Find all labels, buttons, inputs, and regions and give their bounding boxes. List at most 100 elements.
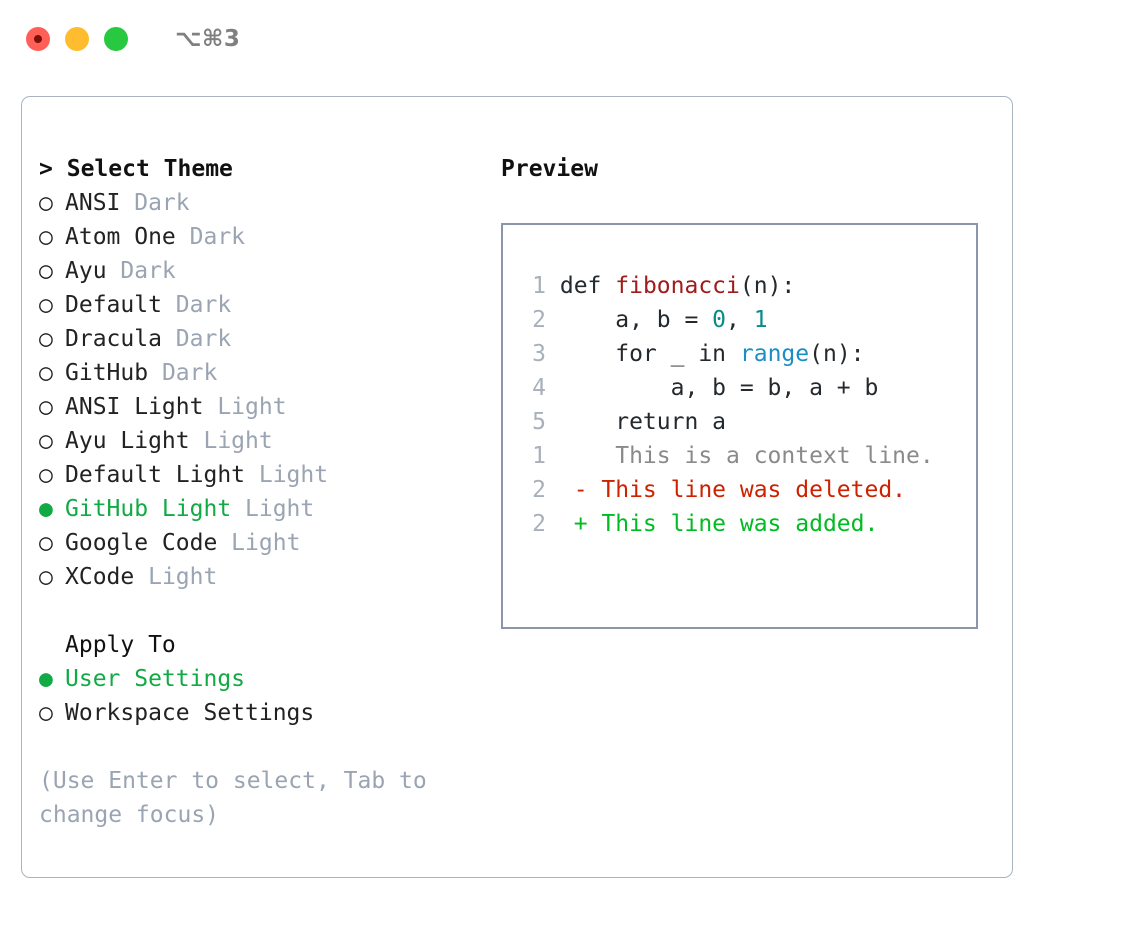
code-token-plain: ,: [726, 307, 754, 333]
code-line-number: 4: [532, 375, 546, 401]
section-spacer: [39, 594, 479, 628]
radio-unselected-icon: ○: [39, 564, 53, 590]
radio-selected-icon: ●: [39, 496, 53, 522]
theme-variant-tag: Dark: [148, 360, 218, 386]
code-line: 2 a, b = 0, 1: [519, 303, 878, 337]
code-line: 5 return a: [519, 405, 878, 439]
apply-to-label: Workspace Settings: [65, 700, 315, 726]
diff-line: 2 + This line was added.: [519, 507, 934, 541]
theme-variant-tag: Dark: [161, 292, 232, 318]
theme-variant-tag: Light: [231, 496, 315, 522]
main-panel: > Select Theme ○ANSI Dark○Atom One Dark○…: [21, 96, 1013, 878]
diff-text: This line was added.: [601, 511, 879, 537]
theme-name: ANSI Light: [65, 394, 204, 420]
maximize-button[interactable]: [104, 27, 128, 51]
diff-sample: 1 This is a context line.2 - This line w…: [519, 439, 934, 541]
radio-unselected-icon: ○: [39, 190, 53, 216]
select-theme-heading: > Select Theme: [39, 152, 479, 186]
theme-name: ANSI: [65, 190, 121, 216]
theme-selection-column: > Select Theme ○ANSI Dark○Atom One Dark○…: [39, 152, 479, 832]
diff-text: This line was deleted.: [601, 477, 907, 503]
diff-line: 2 - This line was deleted.: [519, 473, 934, 507]
theme-list-item[interactable]: ○ ANSI Light Light: [39, 390, 479, 424]
apply-to-item[interactable]: ● User Settings: [39, 662, 479, 696]
code-line-number: 3: [532, 341, 546, 367]
theme-list-item[interactable]: ● GitHub Light Light: [39, 492, 479, 526]
theme-variant-tag: Dark: [120, 190, 190, 216]
apply-to-list: ● User Settings ○ Workspace Settings: [39, 662, 479, 730]
theme-name: GitHub Light: [65, 496, 232, 522]
theme-variant-tag: Light: [189, 428, 273, 454]
radio-unselected-icon: ○: [39, 462, 53, 488]
radio-selected-icon: ●: [39, 666, 53, 692]
code-token-plain: a, b =: [546, 307, 713, 333]
theme-list-item[interactable]: ○Dracula Dark: [39, 322, 479, 356]
diff-sign: +: [546, 511, 602, 537]
radio-unselected-icon: ○: [39, 224, 53, 250]
theme-list-item[interactable]: ○ Atom One Dark: [39, 220, 479, 254]
theme-list-item[interactable]: ○Ayu Light Light: [39, 424, 479, 458]
radio-unselected-icon: ○: [39, 326, 53, 352]
theme-name: Default Light: [65, 462, 246, 488]
code-token-plain: (n):: [809, 341, 865, 367]
apply-to-item[interactable]: ○ Workspace Settings: [39, 696, 479, 730]
close-button[interactable]: [26, 27, 50, 51]
theme-list-item[interactable]: ○ ANSI Dark: [39, 186, 479, 220]
radio-unselected-icon: ○: [39, 530, 53, 556]
code-line: 1 def fibonacci(n):: [519, 269, 878, 303]
theme-variant-tag: Dark: [175, 224, 246, 250]
radio-unselected-icon: ○: [39, 700, 53, 726]
code-token-fn: fibonacci: [615, 273, 740, 299]
code-line: 3 for _ in range(n):: [519, 337, 878, 371]
diff-sign: [546, 443, 601, 469]
theme-list: ○ANSI Dark○Atom One Dark○Ayu Dark○Defaul…: [39, 186, 479, 594]
code-token-plain: return a: [546, 409, 727, 435]
code-token-num: 0: [712, 307, 727, 333]
code-line-number: 2: [532, 307, 546, 333]
radio-unselected-icon: ○: [39, 428, 53, 454]
theme-name: Default: [65, 292, 162, 318]
theme-variant-tag: Light: [134, 564, 218, 590]
theme-variant-tag: Light: [245, 462, 329, 488]
window-controls: [26, 27, 128, 51]
preview-title: Preview: [501, 156, 598, 182]
code-line: 4 a, b = b, a + b: [519, 371, 878, 405]
theme-variant-tag: Dark: [161, 326, 232, 352]
code-token-plain: def: [546, 273, 616, 299]
focus-caret-icon: >: [39, 156, 53, 182]
theme-list-item[interactable]: ○Ayu Dark: [39, 254, 479, 288]
code-token-plain: a, b = b, a + b: [546, 375, 879, 401]
theme-variant-tag: Light: [217, 530, 301, 556]
apply-to-heading: Apply To: [65, 632, 176, 658]
code-token-plain: for _ in: [546, 341, 740, 367]
diff-line-number: 2: [532, 511, 546, 537]
radio-unselected-icon: ○: [39, 258, 53, 284]
diff-text: This is a context line.: [601, 443, 934, 469]
theme-variant-tag: Dark: [106, 258, 176, 284]
code-token-plain: (n):: [739, 273, 796, 299]
theme-name: GitHub: [65, 360, 149, 386]
theme-name: Google Code: [65, 530, 218, 556]
theme-variant-tag: Light: [203, 394, 287, 420]
code-line-number: 5: [532, 409, 546, 435]
theme-list-item[interactable]: ○ GitHub Dark: [39, 356, 479, 390]
select-theme-title: Select Theme: [66, 156, 233, 182]
minimize-button[interactable]: [65, 27, 89, 51]
apply-to-label: User Settings: [65, 666, 246, 692]
theme-list-item[interactable]: ○ Google Code Light: [39, 526, 479, 560]
keyboard-shortcut-label: ⌥⌘3: [175, 26, 241, 52]
radio-unselected-icon: ○: [39, 360, 53, 386]
diff-line-number: 2: [532, 477, 546, 503]
preview-column: Preview 1 def fibonacci(n):2 a, b = 0, 1…: [501, 152, 1001, 629]
theme-list-item[interactable]: ○ XCode Light: [39, 560, 479, 594]
theme-list-item[interactable]: ○ Default Dark: [39, 288, 479, 322]
theme-name: Atom One: [65, 224, 176, 250]
radio-unselected-icon: ○: [39, 292, 53, 318]
theme-name: XCode: [65, 564, 135, 590]
radio-unselected-icon: ○: [39, 394, 53, 420]
code-token-num: 1: [753, 307, 768, 333]
theme-list-item[interactable]: ○ Default Light Light: [39, 458, 479, 492]
